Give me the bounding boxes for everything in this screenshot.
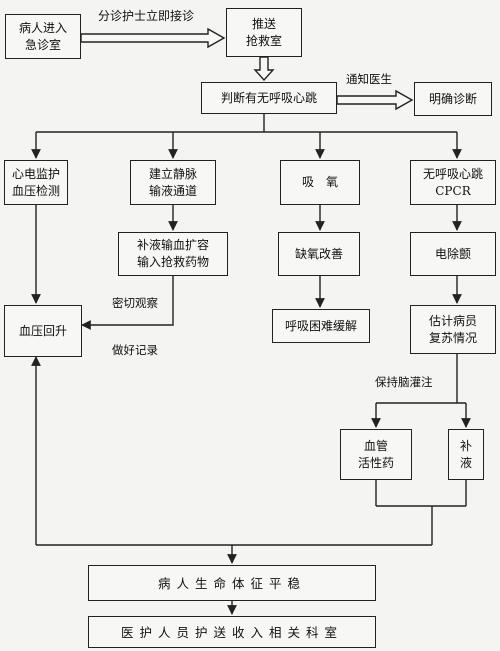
node-breath-relief: 呼吸困难缓解 (272, 309, 370, 343)
double-arrow-push-judge (253, 56, 275, 82)
node-assess: 估计病员 复苏情况 (410, 305, 496, 354)
label-observe: 密切观察 (112, 296, 158, 310)
node-push-rescue: 推送 抢救室 (226, 8, 302, 57)
node-patient-enter: 病人进入 急诊室 (5, 14, 81, 59)
node-oxygen: 吸 氧 (280, 160, 360, 205)
double-arrow-triage (80, 27, 226, 49)
node-judge: 判断有无呼吸心跳 (201, 82, 337, 114)
node-diagnose: 明确诊断 (414, 82, 492, 116)
node-supplement: 补 液 (448, 429, 484, 480)
label-triage: 分诊护士立即接诊 (98, 9, 195, 23)
node-iv: 建立静脉 输液通道 (130, 160, 216, 205)
node-no-breath: 无呼吸心跳 CPCR (410, 160, 496, 205)
label-record: 做好记录 (112, 343, 158, 357)
node-hypoxia: 缺氧改善 (278, 232, 360, 276)
node-vitals-stable: 病人生命体征平稳 (88, 565, 376, 601)
label-notify: 通知医生 (346, 72, 392, 86)
node-transfer: 医护人员护送收入相关科室 (88, 616, 376, 648)
node-bp-rise: 血压回升 (4, 305, 82, 357)
node-vasoactive: 血管 活性药 (340, 429, 412, 480)
node-fluids: 补液输血扩容 输入抢救药物 (118, 232, 228, 276)
node-ecg: 心电监护 血压检测 (4, 160, 68, 205)
label-perfusion: 保持脑灌注 (375, 375, 433, 389)
node-defib: 电除颤 (410, 232, 496, 276)
double-arrow-notify (336, 89, 414, 111)
